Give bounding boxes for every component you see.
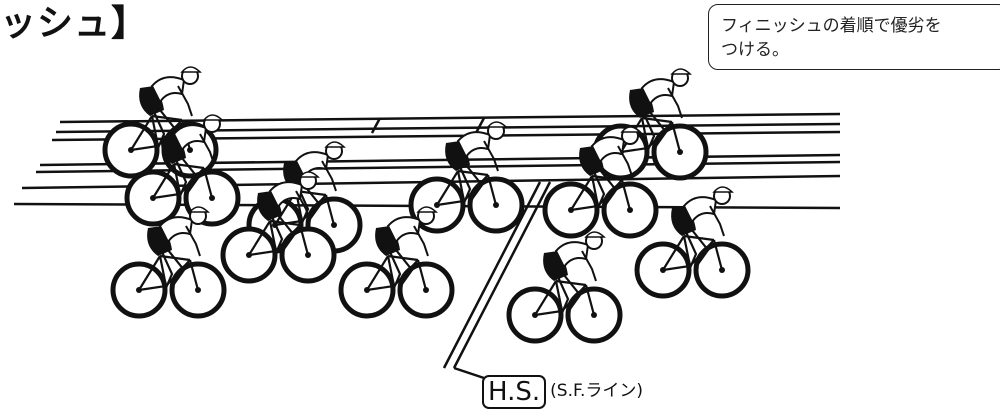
cyclist-icon <box>509 232 620 341</box>
note-line-1: フィニッシュの着順で優劣を <box>721 16 942 36</box>
sf-line-label: (S.F.ライン) <box>550 381 644 401</box>
finish-line-label: H.S.(S.F.ライン) <box>482 375 643 409</box>
cyclist-icon <box>595 69 706 178</box>
note-line-2: つける。 <box>721 40 789 60</box>
explanation-note: フィニッシュの着順で優劣を つける。 <box>708 4 1000 70</box>
finish-line <box>442 181 552 380</box>
hs-label: H.S. <box>482 375 547 409</box>
page-title: ッシュ】 <box>0 3 149 44</box>
